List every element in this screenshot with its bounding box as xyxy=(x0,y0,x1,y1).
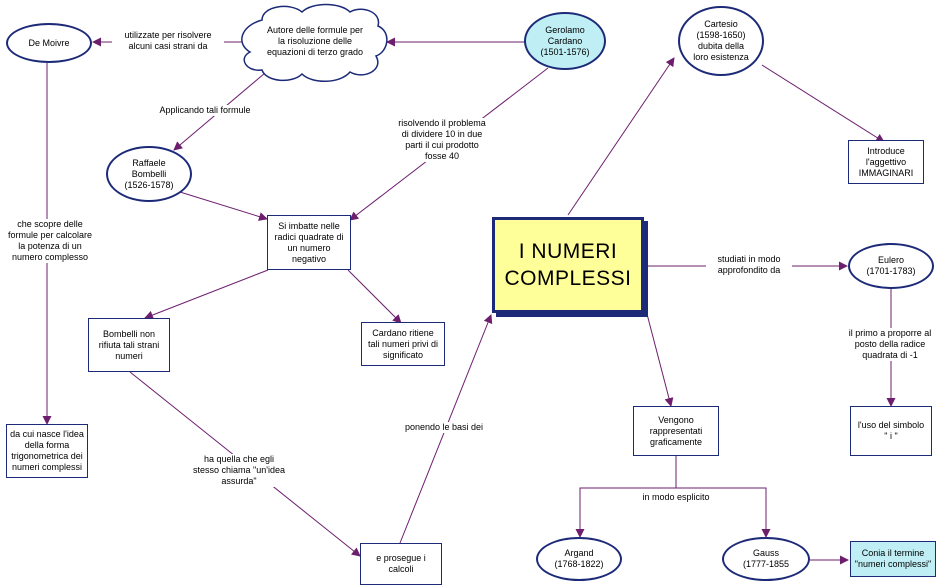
da-cui-node: da cui nasce l'idea della forma trigonom… xyxy=(6,424,88,478)
prosegue-node: e prosegue i calcoli xyxy=(360,543,442,585)
bombelli-non-node: Bombelli non rifiuta tali strani numeri xyxy=(88,318,170,372)
link-main-cartesio xyxy=(567,57,675,216)
label-utilizzate: utilizzate per risolvere alcuni casi str… xyxy=(112,30,224,52)
cartesio-node: Cartesio (1598-1650) dubita della loro e… xyxy=(678,6,764,76)
argand-node: Argand (1768-1822) xyxy=(536,537,622,581)
cardano-ritiene-node: Cardano ritiene tali numeri privi di sig… xyxy=(361,322,445,366)
vengono-node: Vengono rappresentati graficamente xyxy=(633,406,719,456)
label-che-scopre: che scopre delle formule per calcolare l… xyxy=(2,219,98,263)
label-esplicito: in modo esplicito xyxy=(636,492,716,503)
link-siimbatte-cardanoritiene xyxy=(347,269,402,324)
cardano-node: Gerolamo Cardano (1501-1576) xyxy=(524,12,606,70)
link-vengono-argand xyxy=(575,487,676,538)
gauss-node: Gauss (1777-1855 xyxy=(722,537,810,581)
introduce-node: Introduce l'aggettivo IMMAGINARI xyxy=(848,140,924,184)
main-topic-box: I NUMERI COMPLESSI xyxy=(492,217,644,313)
link-bombelli-siimbatte xyxy=(179,191,268,221)
simbolo-node: l'uso del simbolo " i " xyxy=(850,406,932,456)
si-imbatte-node: Si imbatte nelle radici quadrate di un n… xyxy=(267,215,351,270)
bombelli-node: Raffaele Bombelli (1526-1578) xyxy=(106,146,192,202)
de-moivre-node: De Moivre xyxy=(6,23,92,63)
conia-node: Conia il termine "numeri complessi" xyxy=(850,541,936,577)
cloud-shape xyxy=(241,3,388,82)
link-cartesio-introduce xyxy=(761,64,885,143)
eulero-node: Eulero (1701-1783) xyxy=(848,243,934,289)
link-vengono-gauss xyxy=(676,487,771,538)
link-siimbatte-bombellinon xyxy=(144,269,269,320)
label-risolvendo: risolvendo il problema di dividere 10 in… xyxy=(384,118,500,162)
link-main-vengono xyxy=(646,313,674,407)
label-studiati: studiati in modo approfondito da xyxy=(706,254,792,276)
label-ha-quella: ha quella che egli stesso chiama "un'ide… xyxy=(186,454,292,487)
label-applicando: Applicando tali formule xyxy=(150,105,260,116)
autore-node: Autore delle formule per la risoluzione … xyxy=(266,25,364,57)
label-primo: il primo a proporre al posto della radic… xyxy=(840,328,940,361)
label-ponendo: ponendo le basi dei xyxy=(396,422,492,433)
